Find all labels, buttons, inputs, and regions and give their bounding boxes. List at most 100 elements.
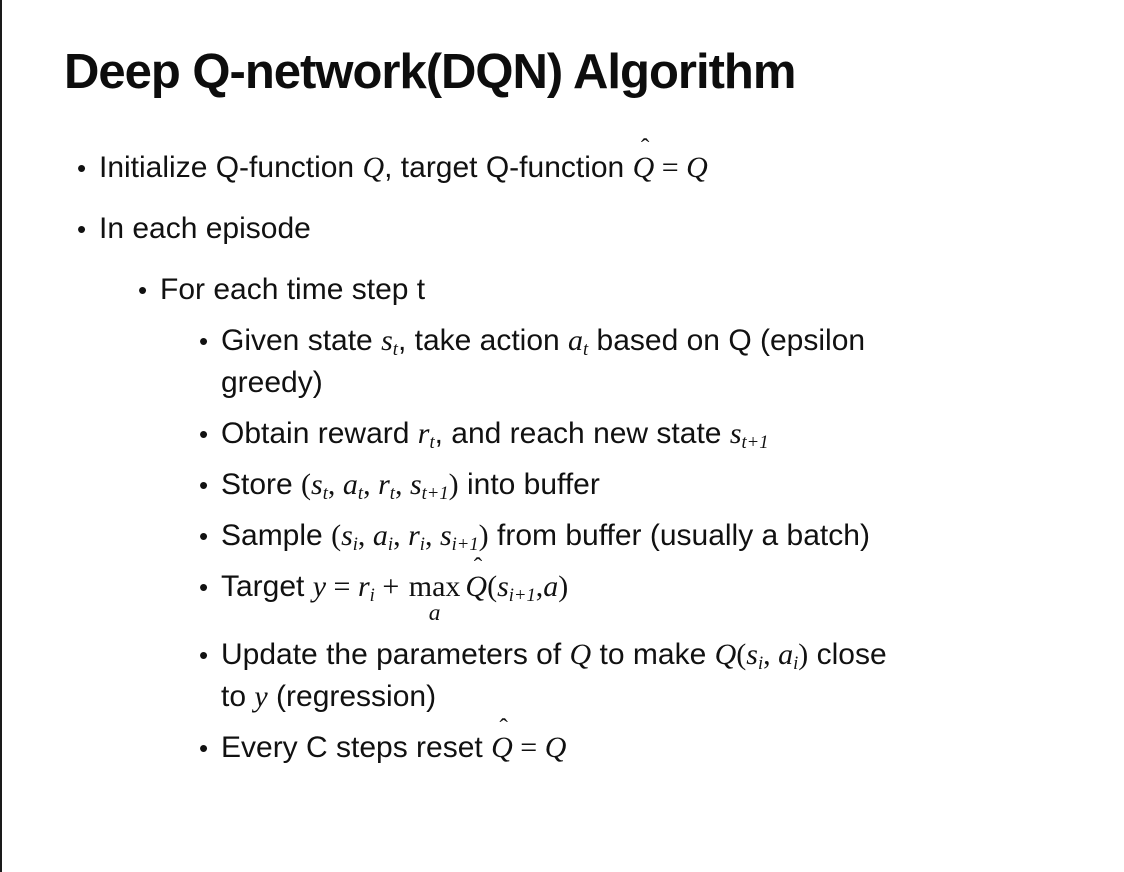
math-operator: ( [331, 519, 342, 552]
math-subscript: i [387, 533, 394, 555]
math-run: y [312, 570, 327, 603]
text-run: Initialize Q-function [99, 151, 363, 184]
math-subscript: i [419, 533, 425, 555]
math-subscripted: at [342, 468, 364, 504]
math-subscript: i [757, 652, 764, 674]
math-run: y [254, 680, 268, 714]
math-subscripted: rt [378, 468, 395, 504]
math-operator: , [363, 468, 379, 501]
hat-accent-icon: ˆ [473, 551, 483, 581]
hat-base: Q [491, 731, 513, 765]
math-operator: , [327, 468, 343, 501]
math-operator: ) [558, 570, 569, 603]
bullet-text: Initialize Q-function Q , target Q-functi… [99, 135, 1088, 189]
math-subscript: t [583, 338, 589, 360]
math-subscripted: at [568, 324, 589, 360]
math-run: Q [686, 151, 708, 184]
text-run: into buffer [458, 468, 600, 501]
math-operator: ( [487, 570, 498, 603]
math-subscript: t+1 [741, 431, 769, 453]
math-subscripted: ai [778, 638, 799, 674]
bullet-item: • Given state st, take action at based on… [2, 320, 1088, 404]
math-subscripted: st [311, 468, 328, 504]
text-run: , and reach new state [434, 417, 730, 450]
text-run: (regression) [267, 680, 437, 714]
bullet-item: • In each episode [2, 208, 1088, 250]
max-under-variable: a [428, 599, 441, 626]
bullet-item: • Initialize Q-function Q , target Q-funct… [2, 135, 1088, 189]
text-run: to [221, 680, 255, 714]
math-operator: , [394, 468, 410, 501]
math-subscripted: si [341, 519, 358, 555]
text-run: greedy) [221, 366, 323, 399]
text-run: Given state [221, 324, 382, 357]
math-subscript: t [322, 482, 328, 504]
math-subscripted: ri [408, 519, 425, 555]
text-run: , target Q-function [384, 151, 633, 184]
bullet-item: •Sample (si, ai, ri, si+1) from buffer (… [2, 515, 1088, 557]
math-subscripted: ri [357, 570, 375, 606]
text-run: to make [591, 638, 715, 672]
math-subscript: i [793, 652, 799, 674]
math-operator: ( [736, 638, 747, 672]
bullet-marker: • [199, 326, 209, 356]
math-subscripted: st [381, 324, 398, 360]
bullet-marker: • [77, 214, 87, 244]
text-run: close [808, 638, 887, 672]
hat-base: Q [465, 570, 488, 603]
bullet-text: For each time step t [160, 269, 1088, 311]
bullet-marker: • [199, 470, 209, 500]
bullet-text: Given state st, take action at based on … [221, 320, 1088, 404]
bullet-text: Update the parameters of Q to make Q(si,… [221, 634, 1088, 718]
max-label: max [408, 570, 461, 603]
math-operator: = [654, 151, 687, 184]
math-operator: ( [301, 468, 312, 501]
math-subscripted: ai [372, 519, 394, 555]
math-operator: ) [798, 638, 809, 672]
math-subscripted: st+1 [729, 417, 769, 453]
math-subscript: i+1 [451, 533, 479, 555]
text-run: Every C steps reset [221, 731, 492, 765]
bullet-text: Store (st, at, rt, st+1) into buffer [221, 464, 1088, 506]
bullet-marker: • [77, 153, 87, 183]
math-subscript: i [369, 584, 375, 606]
bullet-marker: • [199, 521, 209, 551]
math-subscript: i [352, 533, 358, 555]
hat-accent-icon: ˆ [499, 712, 508, 742]
math-subscript: t [357, 482, 364, 504]
math-operator: , [535, 570, 544, 603]
math-subscript: i+1 [508, 584, 536, 606]
bullet-marker: • [199, 640, 209, 671]
math-subscript: t [389, 482, 395, 504]
math-operator: ) [448, 468, 459, 501]
math-subscripted: si [746, 638, 764, 674]
math-operator: , [393, 519, 409, 552]
text-run: Sample [221, 519, 332, 552]
math-subscripted: st+1 [409, 468, 449, 504]
bullet-text: In each episode [99, 208, 1088, 250]
math-operator: , [424, 519, 440, 552]
bullet-item: • Store (st, at, rt, st+1) into buffer [2, 464, 1088, 506]
math-operator: , [357, 519, 373, 552]
math-run: Q [544, 731, 567, 765]
bullet-item: •For each time step t [2, 269, 1088, 311]
math-operator: = [326, 570, 358, 603]
bullet-item: • Obtain reward rt, and reach new state s… [2, 413, 1088, 455]
bullet-item: • Update the parameters of Q to make Q(si… [2, 634, 1088, 718]
math-subscript: t [392, 338, 398, 360]
math-run: Q [714, 638, 737, 672]
text-run: Store [221, 468, 302, 501]
text-run: based on Q (epsilon [588, 324, 866, 357]
bullet-text: Obtain reward rt, and reach new state st… [221, 413, 1088, 455]
text-run: , take action [397, 324, 569, 357]
bullet-marker: • [199, 419, 209, 449]
text-run: For each time step t [160, 273, 426, 306]
bullet-marker: • [199, 572, 209, 602]
